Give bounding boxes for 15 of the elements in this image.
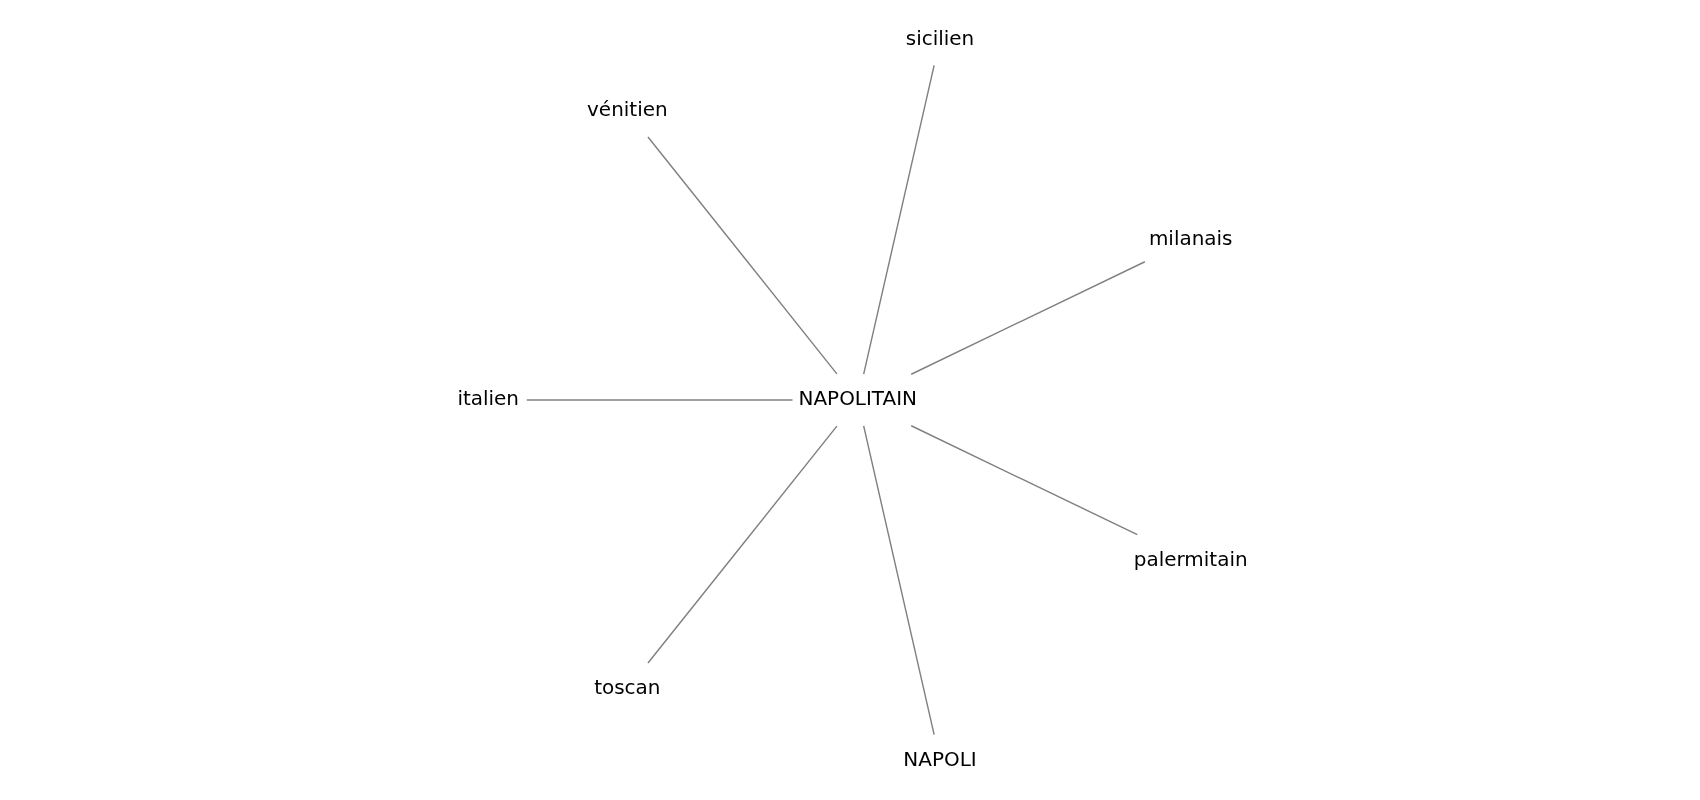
connector: [862, 64, 935, 375]
node-text: vénitien: [586, 97, 668, 122]
node-text: toscan: [593, 675, 660, 700]
connector: [910, 261, 1146, 375]
connector: [910, 425, 1138, 536]
connector: [525, 399, 793, 401]
node-text: NAPOLITAIN: [798, 386, 917, 411]
node-text: sicilien: [905, 25, 974, 50]
connector: [862, 425, 935, 736]
node-text: milanais: [1148, 225, 1232, 250]
node-text: NAPOLI: [902, 746, 977, 771]
node-text: italien: [456, 386, 519, 411]
node-text: palermitain: [1133, 546, 1248, 571]
connector: [646, 136, 838, 375]
connector: [646, 425, 838, 664]
